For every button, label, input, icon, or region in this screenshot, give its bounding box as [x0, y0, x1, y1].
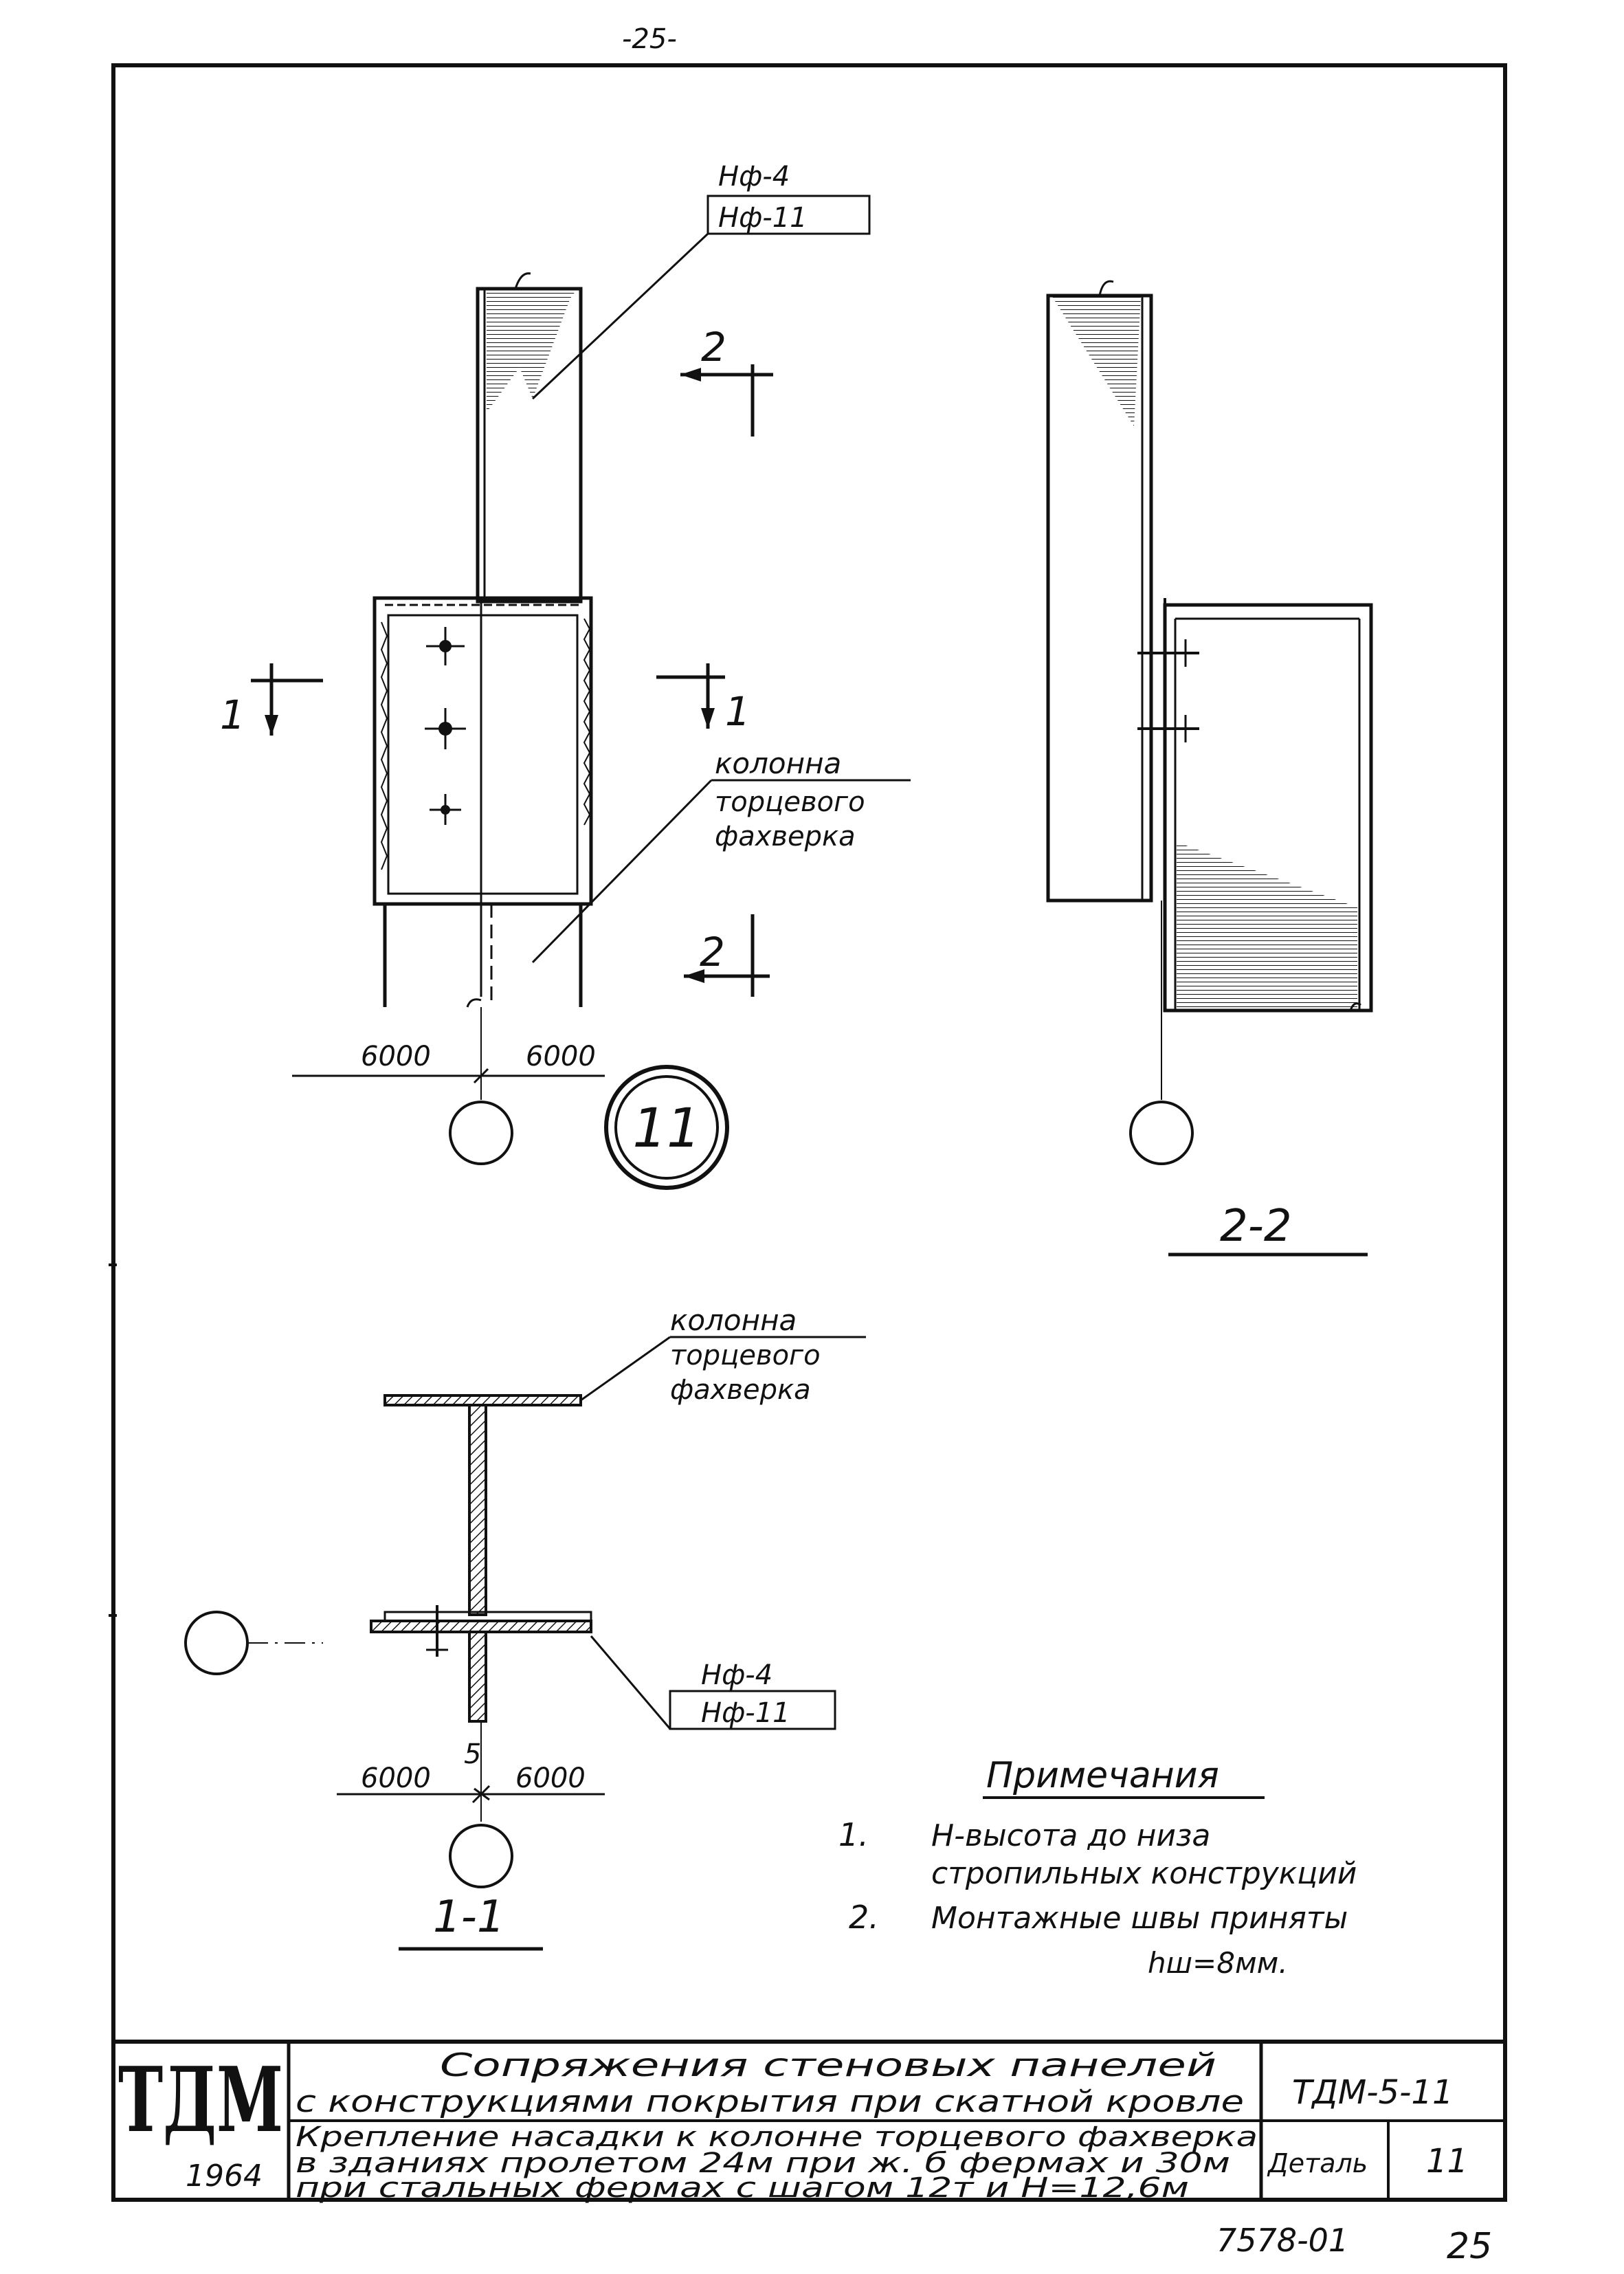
svg-text:2: 2: [701, 324, 726, 371]
logo-tdm: ТДМ: [118, 2047, 283, 2152]
bolt-1: [426, 627, 465, 665]
column-label-1-1-a: колонна: [670, 1303, 797, 1337]
column-label-1-1-c: фахверка: [670, 1374, 811, 1406]
axis-bubble-left: [184, 1611, 249, 1675]
section-mark-2-top: 2: [680, 324, 773, 437]
footer-page: 25: [1447, 2226, 1492, 2267]
note-1-line-2: стропильных конструкций: [931, 1856, 1357, 1891]
leader-label-nf11: Нф-11: [718, 202, 808, 234]
axis-bubble-side: [1129, 1101, 1194, 1165]
detail-number-tb: 11: [1426, 2142, 1468, 2181]
note-2-line-1: Монтажные швы приняты: [931, 1901, 1348, 1936]
section-2-2: 2-2: [1046, 280, 1373, 1257]
leader-label-nf4: Нф-4: [718, 161, 790, 192]
column-label-3: фахверка: [715, 821, 856, 852]
section-mark-1-left: 1: [220, 663, 323, 738]
subtitle-line-3: при стальных фермах с шагом 12т и Н=12,6…: [296, 2172, 1189, 2204]
svg-text:2: 2: [700, 929, 725, 975]
section-mark-1-right: 1: [656, 663, 750, 735]
leader-1-1-nf11: Нф-11: [701, 1697, 790, 1729]
bolt-side-1: [1137, 639, 1199, 667]
notes: Примечания 1. Н-высота до низа стропильн…: [838, 1755, 1357, 1980]
title-line-2: с конструкциями покрытия при скатной кро…: [296, 2084, 1244, 2119]
detail-label: Деталь: [1267, 2148, 1368, 2178]
column-label-1-1-b: торцевого: [670, 1340, 821, 1371]
svg-text:1: 1: [725, 688, 750, 735]
dim-right: 6000: [526, 1041, 596, 1072]
dim-left: 6000: [361, 1041, 431, 1072]
note-2-num: 2.: [849, 1899, 879, 1936]
section-title-2-2: 2-2: [1220, 1201, 1292, 1252]
detail-circle: [604, 1065, 729, 1190]
cap-box: [372, 596, 593, 906]
cap-plate: [370, 1620, 592, 1633]
axis-bubble-bottom: [449, 1824, 513, 1888]
column-label-1: колонна: [715, 747, 841, 780]
axis-bubble: [449, 1101, 513, 1165]
leader-1-1-nf4: Нф-4: [701, 1659, 772, 1691]
bolt-2: [425, 708, 466, 749]
title-line-1: Сопряжения стеновых панелей: [440, 2046, 1216, 2084]
sheet-frame: [111, 63, 1507, 2202]
section-mark-2-bottom: 2: [684, 914, 770, 997]
note-1-num: 1.: [838, 1816, 869, 1853]
subtitle-line-2: в зданиях пролетом 24м при ж. б фермах и…: [296, 2148, 1230, 2179]
detail-number: 11: [632, 1098, 700, 1160]
section-1-1: 6000 5 6000 колонна торцевого фахверка Н…: [184, 1303, 866, 1951]
series-code: ТДМ-5-11: [1292, 2073, 1454, 2112]
top-flange: [383, 1394, 582, 1406]
title-block: ТДМ 1964 Сопряжения стеновых панелей с к…: [113, 2040, 1505, 2204]
svg-text:1: 1: [220, 692, 245, 738]
page-number-top: -25-: [622, 23, 677, 55]
footer-code: 7578-01: [1216, 2222, 1348, 2259]
column-label-2: торцевого: [715, 786, 865, 818]
web: [468, 1404, 487, 1616]
note-1-line-1: Н-высота до низа: [931, 1818, 1210, 1853]
subtitle-line-1: Крепление насадки к колонне торцевого фа…: [296, 2121, 1258, 2153]
bolt-3: [430, 794, 461, 825]
note-2-line-2: hш=8мм.: [1148, 1946, 1288, 1980]
dim-right-1-1: 6000: [515, 1763, 586, 1794]
front-view: 6000 6000 11 Нф-4 Нф-11 2 2: [220, 161, 911, 1190]
dim-mid-1-1: 5: [464, 1738, 481, 1770]
bolt-side-2: [1137, 715, 1199, 742]
section-title-1-1: 1-1: [433, 1892, 505, 1943]
dim-left-1-1: 6000: [361, 1763, 431, 1794]
year: 1964: [186, 2159, 263, 2194]
notes-title: Примечания: [986, 1755, 1219, 1796]
